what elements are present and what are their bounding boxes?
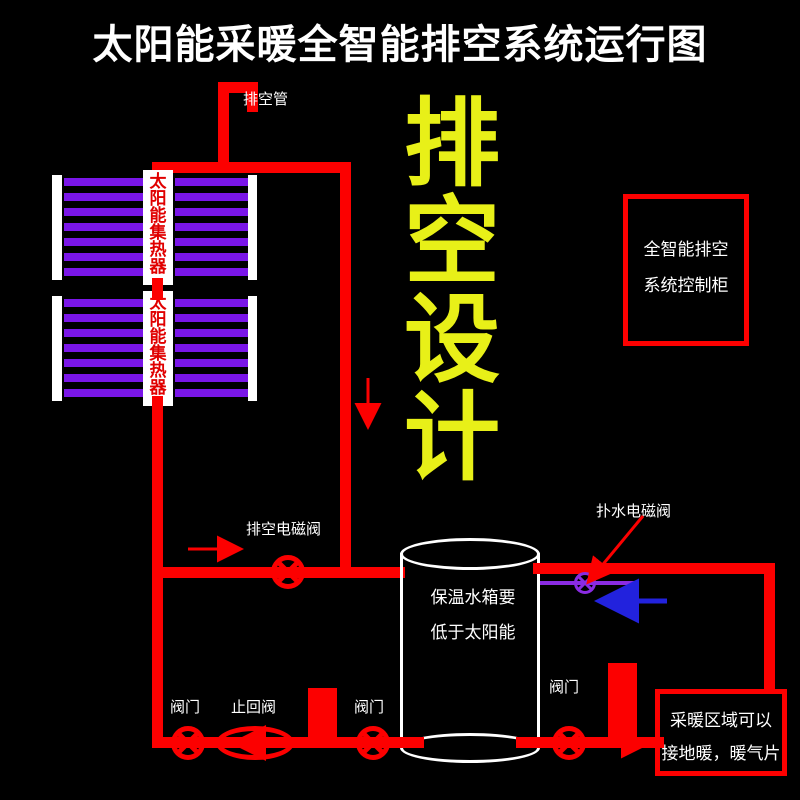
cabinet-line-1: 全智能排空 — [643, 240, 729, 259]
collector-char: 能 — [149, 327, 167, 346]
slogan-char-3: 设 — [404, 287, 500, 394]
collector-right-cap — [248, 175, 257, 280]
insulated-water-tank — [400, 553, 540, 748]
valve-right-label: 阀门 — [549, 680, 580, 696]
slogan-char-4: 计 — [404, 385, 500, 492]
collector-char: 太 — [149, 172, 167, 191]
slogan-char-1: 排 — [404, 91, 500, 198]
collector-center-label: 太 阳 能 集 热 器 — [143, 291, 173, 406]
slogan-text: 排 空 设 计 — [392, 96, 512, 488]
tank-top-outlet-pipe — [533, 563, 775, 574]
circulation-pump-left — [308, 688, 337, 740]
page-title: 太阳能采暖全智能排空系统运行图 — [92, 22, 708, 67]
left-downcomer-pipe — [152, 396, 163, 576]
tank-bottom-ellipse — [400, 733, 540, 763]
vent-pipe-hook-down — [247, 82, 258, 112]
fill-solenoid-valve-label: 扑水电磁阀 — [596, 504, 672, 520]
slogan-char-2: 空 — [404, 189, 500, 296]
collector-char: 阳 — [149, 310, 167, 329]
drain-solenoid-valve-label: 排空电磁阀 — [246, 522, 322, 538]
check-valve-icon[interactable] — [216, 726, 294, 760]
vent-pipe-riser — [218, 82, 229, 172]
check-valve-label: 止回阀 — [231, 700, 277, 716]
valve-left-label: 阀门 — [170, 700, 201, 716]
valve-middle-icon[interactable] — [356, 726, 390, 760]
cabinet-line-2: 系统控制柜 — [643, 276, 729, 295]
valve-left-icon[interactable] — [171, 726, 205, 760]
heating-line-2: 接地暖，暖气片 — [661, 744, 781, 763]
collector-char: 器 — [149, 378, 167, 397]
collector-char: 阳 — [149, 189, 167, 208]
tank-label-line-1: 保温水箱要 — [430, 588, 516, 607]
collector-tubes-right — [175, 178, 248, 277]
drain-solenoid-valve-icon[interactable] — [271, 555, 305, 589]
collector-center-label: 太 阳 能 集 热 器 — [143, 170, 173, 285]
tank-top-ellipse — [400, 538, 540, 570]
upper-collector: 太 阳 能 集 热 器 — [52, 170, 257, 285]
collector-char: 热 — [149, 240, 167, 259]
valve-right-icon[interactable] — [552, 726, 586, 760]
tank-label: 保温水箱要 低于太阳能 — [400, 580, 546, 650]
collector-char: 热 — [149, 361, 167, 380]
control-cabinet-box[interactable]: 全智能排空 系统控制柜 — [623, 194, 749, 346]
heating-zone-box[interactable]: 采暖区域可以 接地暖，暖气片 — [655, 689, 787, 776]
right-downcomer-pipe — [764, 563, 775, 693]
bottom-right-loop-pipe — [516, 737, 664, 748]
collector-interconnect-pipe — [152, 278, 163, 300]
top-header-pipe — [152, 162, 351, 173]
collector-tubes-right — [175, 299, 248, 398]
collector-char: 器 — [149, 257, 167, 276]
circulation-pump-right — [608, 663, 637, 739]
vent-pipe-label: 排空管 — [243, 92, 289, 108]
collector-tubes-left — [64, 178, 143, 277]
right-riser-pipe — [340, 162, 351, 572]
left-return-pipe — [152, 572, 163, 748]
collector-tubes-left — [64, 299, 143, 398]
valve-middle-label: 阀门 — [354, 700, 385, 716]
lower-collector: 太 阳 能 集 热 器 — [52, 291, 257, 406]
collector-right-cap — [248, 296, 257, 401]
heating-line-1: 采暖区域可以 — [670, 711, 772, 730]
tank-label-line-2: 低于太阳能 — [430, 623, 516, 642]
collector-char: 能 — [149, 206, 167, 225]
vent-pipe-hook-top — [218, 82, 258, 93]
collector-char: 集 — [149, 223, 167, 242]
collector-char: 集 — [149, 344, 167, 363]
collector-left-cap — [52, 175, 62, 280]
fill-solenoid-valve-icon[interactable] — [574, 572, 596, 594]
collector-left-cap — [52, 296, 62, 401]
